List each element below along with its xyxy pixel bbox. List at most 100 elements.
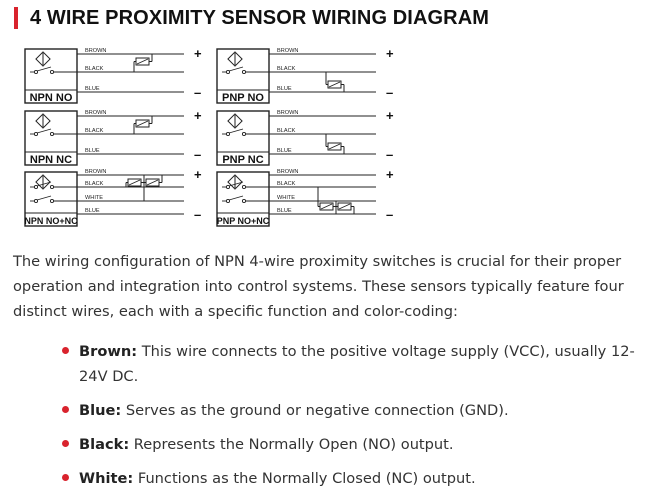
list-item-white: White: Functions as the Normally Closed … [62, 466, 647, 491]
switch-blade [36, 66, 52, 72]
desc-white: Functions as the Normally Closed (NC) ou… [133, 470, 476, 487]
relay-coil-slash [146, 179, 159, 186]
sensor-box [24, 110, 78, 166]
bullet-dot-icon [62, 347, 69, 354]
switch-blade [228, 66, 244, 72]
wiring-diagram-svg: NPN NO BROWN BLACK BLUE + – PNP NO BROWN BLACK BL… [24, 46, 394, 227]
wire-label: BROWN [277, 110, 298, 116]
switch-blade [36, 181, 52, 187]
switch-contact [33, 69, 39, 75]
switch-contact [49, 69, 55, 75]
wire-label: BROWN [277, 48, 298, 54]
bullet-dot-icon [62, 406, 69, 413]
switch-contact [241, 69, 247, 75]
term-black: Black: [79, 436, 130, 453]
plus-marker: + [194, 46, 202, 61]
diagram-label: PNP NO [222, 92, 264, 104]
sensor-box [24, 48, 78, 104]
diagram-label: NPN NO+NC [24, 216, 78, 226]
wire-label: BROWN [85, 169, 106, 175]
switch-contact [49, 131, 55, 137]
relay-coil-slash [136, 120, 149, 127]
switch-contact [33, 184, 39, 190]
wire-label: BLACK [277, 66, 296, 72]
switch-contact [241, 184, 247, 190]
wire-label: BLUE [85, 148, 100, 154]
diagram-npn-nc: NPN NC BROWN BLACK BLUE + – [24, 108, 202, 166]
relay-coil-slash [338, 203, 351, 210]
switch-contact [241, 198, 247, 204]
minus-marker: – [194, 207, 201, 222]
desc-black: Represents the Normally Open (NO) output… [129, 436, 454, 453]
relay-coil-slash [136, 58, 149, 65]
wire-label: BLACK [85, 128, 104, 134]
diagram-label: PNP NC [222, 154, 263, 166]
term-white: White: [79, 470, 134, 487]
wire-label: BLACK [85, 66, 104, 72]
relay-coil-slash [320, 203, 333, 210]
desc-blue: Serves as the ground or negative connect… [121, 402, 509, 419]
sensor-box [216, 171, 270, 227]
wire-label: BROWN [85, 110, 106, 116]
wire-label: BROWN [277, 169, 298, 175]
wiring-diagram: NPN NO BROWN BLACK BLUE + – PNP NO BROWN BLACK BL… [24, 42, 404, 232]
sensor-box [216, 48, 270, 104]
diagram-pnp-nc: PNP NC BROWN BLACK BLUE + – [216, 108, 394, 166]
minus-marker: – [386, 147, 393, 162]
wire-label: BLUE [277, 148, 292, 154]
sensor-diamond-icon [227, 113, 243, 129]
diagram-label: NPN NC [30, 154, 72, 166]
wire-label: BLACK [277, 128, 296, 134]
wire-label: BLACK [277, 181, 296, 187]
bullet-dot-icon [62, 474, 69, 481]
sensor-diamond-icon [227, 51, 243, 67]
bullet-dot-icon [62, 440, 69, 447]
switch-contact [49, 198, 55, 204]
plus-marker: + [386, 46, 394, 61]
wire-label: BROWN [85, 48, 106, 54]
switch-blade [36, 195, 52, 201]
diagram-label: NPN NO [30, 92, 73, 104]
diagram-label: PNP NO+NC [217, 216, 270, 226]
switch-contact [33, 198, 39, 204]
plus-marker: + [386, 108, 394, 123]
sensor-diamond-icon [35, 113, 51, 129]
plus-marker: + [194, 167, 202, 182]
sensor-box [24, 171, 78, 227]
switch-blade [228, 128, 244, 134]
minus-marker: – [194, 147, 201, 162]
switch-contact [33, 131, 39, 137]
wire-label: BLUE [85, 208, 100, 214]
desc-brown: This wire connects to the positive volta… [79, 343, 635, 385]
switch-contact [241, 131, 247, 137]
switch-blade [36, 128, 52, 134]
list-item-blue: Blue: Serves as the ground or negative c… [62, 398, 647, 423]
plus-marker: + [386, 167, 394, 182]
switch-contact [49, 184, 55, 190]
intro-paragraph: The wiring configuration of NPN 4-wire p… [13, 253, 624, 320]
page-heading: 4 WIRE PROXIMITY SENSOR WIRING DIAGRAM [14, 7, 489, 29]
list-item-black: Black: Represents the Normally Open (NO)… [62, 432, 647, 457]
switch-blade [228, 195, 244, 201]
sensor-box [216, 110, 270, 166]
term-blue: Blue: [79, 402, 122, 419]
wire-label: BLUE [277, 86, 292, 92]
list-item-brown: Brown: This wire connects to the positiv… [62, 339, 647, 389]
relay-coil-slash [328, 143, 341, 150]
wire-label: BLACK [85, 181, 104, 187]
minus-marker: – [386, 207, 393, 222]
relay-coil-slash [328, 81, 341, 88]
minus-marker: – [386, 85, 393, 100]
term-brown: Brown: [79, 343, 138, 360]
wire-list: Brown: This wire connects to the positiv… [62, 339, 647, 491]
switch-blade [228, 181, 244, 187]
sensor-diamond-icon [35, 51, 51, 67]
wire-label: BLUE [277, 208, 292, 214]
plus-marker: + [194, 108, 202, 123]
relay-coil-slash [128, 179, 141, 186]
wire-label: BLUE [85, 86, 100, 92]
diagram-pnp-no: PNP NO BROWN BLACK BLUE + – [216, 46, 394, 104]
